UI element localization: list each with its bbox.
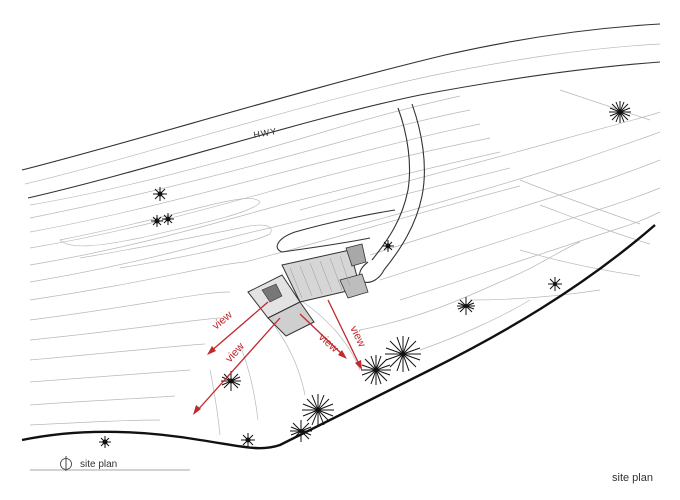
tree-icon	[361, 355, 391, 385]
tree-icon	[151, 215, 163, 227]
building-deck	[339, 273, 369, 299]
tree-icon	[548, 277, 562, 291]
view-arrow	[207, 301, 269, 355]
trees	[99, 101, 631, 448]
contour-lines	[29, 89, 661, 436]
caption-left: site plan	[80, 459, 117, 470]
view-label: view	[210, 309, 235, 332]
tree-icon	[162, 213, 174, 225]
highway-label: HWY	[253, 126, 278, 140]
building-lower-wing	[267, 301, 315, 337]
tree-icon	[290, 420, 312, 442]
building	[247, 243, 369, 337]
view-arrow	[327, 299, 362, 370]
tree-icon	[382, 240, 394, 252]
view-arrow	[299, 313, 347, 359]
tree-icon	[153, 187, 167, 201]
highway: HWY	[21, 23, 661, 199]
tree-icon	[609, 101, 631, 123]
tree-icon	[302, 394, 334, 426]
view-label: view	[223, 341, 247, 365]
tree-icon	[385, 336, 421, 372]
building-entry	[345, 243, 367, 267]
tree-icon	[457, 297, 475, 315]
view-arrow	[193, 317, 281, 415]
tree-icon	[99, 436, 111, 448]
north-arrow-icon	[60, 456, 72, 471]
caption-right: site plan	[612, 472, 653, 484]
view-label: view	[316, 331, 340, 355]
tree-icon	[241, 433, 255, 447]
